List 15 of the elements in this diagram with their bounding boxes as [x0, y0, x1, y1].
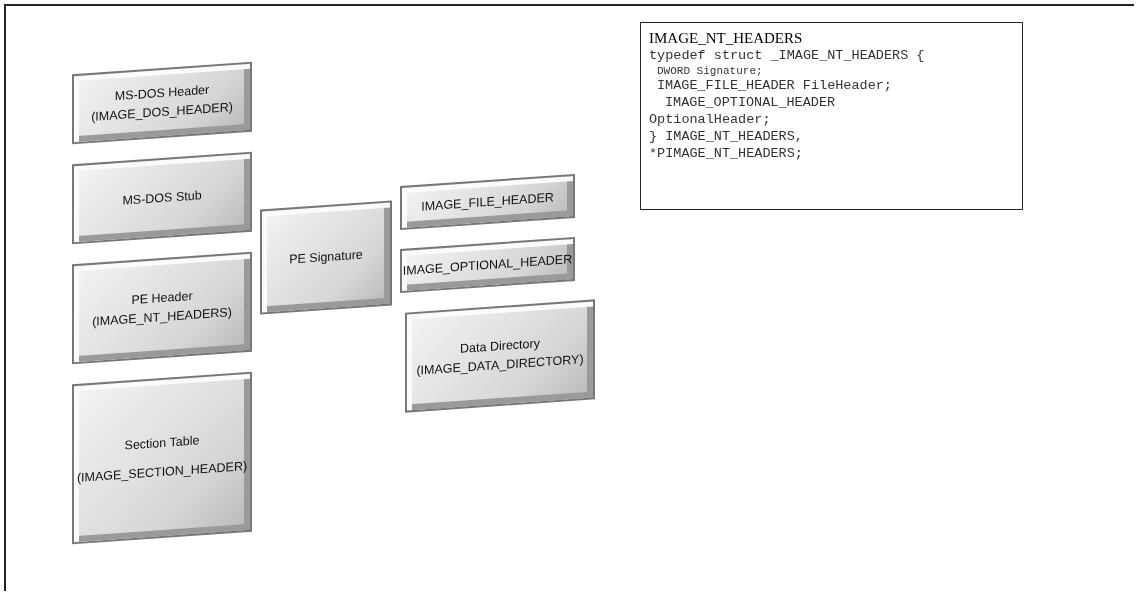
block-title: IMAGE_FILE_HEADER	[421, 189, 554, 216]
block-title: MS-DOS Header	[114, 81, 210, 104]
block-title: PE Header	[131, 288, 193, 308]
code-line: } IMAGE_NT_HEADERS, *PIMAGE_NT_HEADERS;	[649, 129, 804, 163]
code-line: typedef struct _IMAGE_NT_HEADERS {	[649, 47, 926, 65]
code-heading: IMAGE_NT_HEADERS	[649, 29, 804, 48]
code-line: IMAGE_OPTIONAL_HEADER OptionalHeader;	[648, 95, 837, 129]
block-title: IMAGE_OPTIONAL_HEADER	[402, 250, 573, 280]
block-title: Data Directory	[460, 335, 540, 357]
code-line: IMAGE_FILE_HEADER FileHeader;	[656, 78, 893, 96]
code-box	[640, 22, 1023, 210]
code-line: DWORD Signature;	[656, 64, 764, 79]
block-title: Section Table	[124, 432, 200, 455]
block-title: MS-DOS Stub	[122, 186, 202, 210]
block-title: PE Signature	[289, 246, 363, 269]
